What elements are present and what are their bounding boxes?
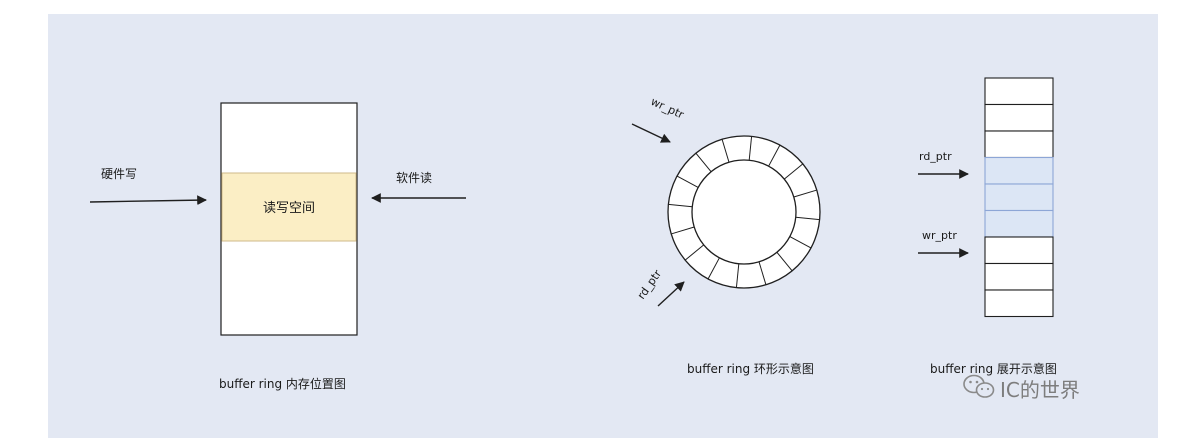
unrolled-view-group: rd_ptr wr_ptr buffer ring 展开示意图 [918,77,1057,376]
buffer-cell [984,289,1054,318]
ring-segment-divider [735,263,740,288]
ring-wr-ptr-arrow [631,123,671,143]
buffer-cell [984,130,1054,159]
unrolled-wr-ptr-label: wr_ptr [922,229,957,242]
hw-write-arrow [89,195,207,206]
ring-segment-divider [748,136,753,161]
buffer-cell-highlighted [984,209,1054,238]
rw-space-label: 读写空间 [263,201,315,216]
memory-layout-group: 读写空间 硬件写 软件读 buffer ring 内存位置图 [89,102,466,391]
ring-segment-divider [695,152,712,173]
unrolled-rd-ptr-label: rd_ptr [919,150,952,163]
ring-segment-divider [795,216,820,221]
buffer-cell [984,103,1054,132]
ring-segment-divider [676,175,699,188]
sw-read-label: 软件读 [396,171,432,185]
buffer-cell-highlighted [984,183,1054,212]
ring-segment-divider [684,244,705,261]
watermark: IC的世界 [963,374,1080,402]
ring-view-group: wr_ptr rd_ptr buffer ring 环形示意图 [631,95,821,376]
hw-write-label: 硬件写 [101,167,137,181]
ring-segment-divider [721,139,730,163]
ring-segment-divider [671,226,695,235]
watermark-text: IC的世界 [1000,378,1080,402]
ring-segment-divider [668,203,693,208]
buffer-cell [984,262,1054,291]
wechat-icon [963,374,995,398]
buffer-cell [984,77,1054,106]
ring-segments [668,136,820,288]
ring-segment-divider [768,144,781,167]
unrolled-view-caption: buffer ring 展开示意图 [930,361,1057,376]
ring-segment-divider [789,236,812,249]
ring-view-caption: buffer ring 环形示意图 [687,361,814,376]
ring-segment-divider [793,189,817,198]
ring-rd-ptr-arrow [657,281,685,307]
buffer-cell [984,236,1054,265]
ring-segment-divider [783,163,804,180]
rw-space-region [221,172,357,242]
buffer-cell-highlighted [984,156,1054,185]
ring-segment-divider [707,257,720,280]
ring-segment-divider [776,251,793,272]
unrolled-cells [984,77,1054,318]
memory-layout-caption: buffer ring 内存位置图 [219,376,346,391]
ring-inner-circle [691,159,797,265]
ring-segment-divider [758,261,767,285]
